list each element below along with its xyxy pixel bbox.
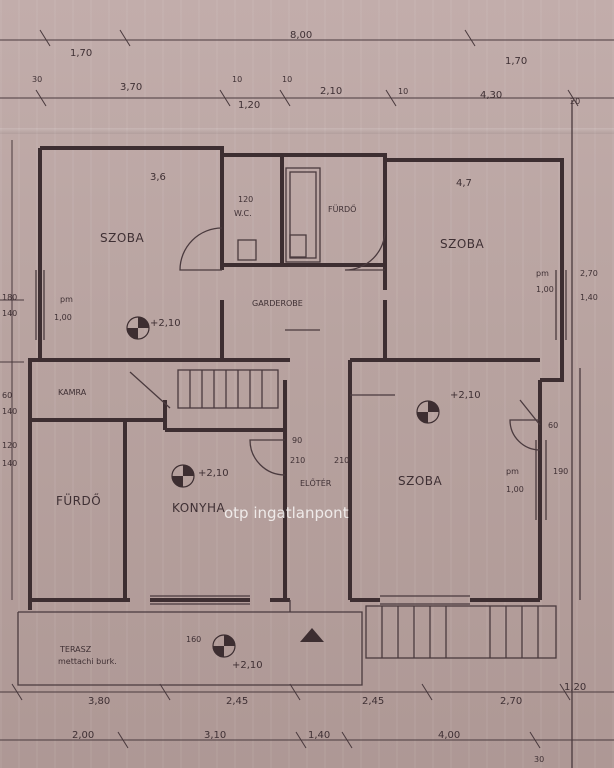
dim-label: 1,20 — [238, 100, 260, 111]
bottom-dimension-line-1: 3,80 2,45 2,45 2,70 1,20 — [0, 682, 614, 707]
level-marker-se: +2,10 — [416, 390, 481, 424]
dim-label: 1,70 — [70, 48, 92, 59]
dim-label: 1,40 — [308, 730, 330, 741]
room-label-terasz: TERASZ — [59, 645, 92, 654]
door-label: 210 — [334, 456, 349, 465]
win-label: 1,00 — [54, 313, 72, 322]
dim-label: 120 — [2, 441, 17, 450]
dim-label: 2,45 — [226, 696, 248, 707]
door-label: 210 — [290, 456, 305, 465]
door-label: 190 — [553, 467, 568, 476]
level-markers: +2,10 +2,10 +2,10 +2,10 — [126, 316, 481, 671]
dim-label: 30 — [534, 755, 544, 764]
dim-label: 2,10 — [320, 86, 342, 97]
top-dimension-line-1: 1,70 8,00 1,70 — [0, 29, 614, 67]
dim-label: 30 — [32, 75, 42, 84]
door-label: 160 — [186, 635, 201, 644]
area-label-ne: 4,7 — [456, 178, 472, 189]
left-dimension-chain: 180 140 60 140 120 140 — [0, 140, 24, 600]
watermark: otp ingatlanpont — [224, 504, 349, 522]
side-column — [571, 100, 581, 768]
opening-annotations: pm 1,00 pm 1,00 pm 1,00 90 210 60 210 12… — [54, 195, 568, 644]
room-labels: SZOBA 3,6 SZOBA 4,7 SZOBA W.C. FÜRDŐ GAR… — [56, 172, 485, 666]
win-label: pm — [536, 269, 549, 278]
dim-label: 10 — [282, 75, 292, 84]
front-steps — [365, 605, 557, 659]
watermark-text: otp ingatlanpont — [224, 504, 349, 522]
room-label-gardrobe: GARDEROBE — [252, 299, 303, 308]
win-label: pm — [506, 467, 519, 476]
area-label-nw: 3,6 — [150, 172, 166, 183]
exterior-walls — [28, 146, 564, 610]
level-label: +2,10 — [450, 390, 481, 401]
room-label-wc: W.C. — [234, 209, 252, 218]
dim-label: 3,70 — [120, 82, 142, 93]
dim-label: 10 — [398, 87, 408, 96]
door-label: 60 — [548, 421, 558, 430]
room-label-terasz-sub: mettachi burk. — [58, 657, 117, 666]
dim-label: 4,00 — [438, 730, 460, 741]
room-label-furdo: FÜRDŐ — [328, 204, 356, 214]
door-swings — [179, 227, 541, 476]
level-label: +2,10 — [150, 318, 181, 329]
dim-label: 1,70 — [505, 56, 527, 67]
room-label-furdo-w: FÜRDŐ — [56, 492, 101, 508]
dim-label: 10 — [232, 75, 242, 84]
dim-label: 140 — [2, 459, 17, 468]
paper-fold — [0, 128, 614, 134]
top-dimension-line-2: 30 3,70 10 1,20 10 2,10 10 4,30 20 — [0, 75, 614, 111]
dim-label: 8,00 — [290, 30, 312, 41]
dim-label: 3,80 — [88, 696, 110, 707]
dim-label: 60 — [2, 391, 12, 400]
door-label: 120 — [238, 195, 253, 204]
dim-label: 2,00 — [72, 730, 94, 741]
dim-label: 1,20 — [564, 682, 586, 693]
dim-label: 2,70 — [580, 269, 598, 278]
level-marker-terrace: +2,10 — [212, 634, 263, 671]
staircase — [129, 369, 279, 409]
room-label-konyha: KONYHA — [172, 501, 225, 515]
dim-label: 2,70 — [500, 696, 522, 707]
room-label-kamra: KAMRA — [58, 388, 87, 397]
room-label-szoba-se: SZOBA — [398, 474, 443, 488]
windows — [35, 270, 567, 605]
dim-label: 140 — [2, 309, 17, 318]
terrace — [17, 600, 363, 686]
dim-label: 180 — [2, 293, 17, 302]
dim-label: 140 — [2, 407, 17, 416]
wc-fixture — [237, 239, 257, 261]
win-label: 1,00 — [506, 485, 524, 494]
door-label: 90 — [292, 436, 302, 445]
interior-walls — [30, 148, 540, 600]
dim-label: 2,45 — [362, 696, 384, 707]
bottom-dimension-line-2: 2,00 3,10 1,40 4,00 30 — [0, 730, 614, 764]
dim-label: 1,40 — [580, 293, 598, 302]
room-label-eloter: ELŐTÉR — [300, 477, 332, 488]
dim-label: 3,10 — [204, 730, 226, 741]
level-marker-nw: +2,10 — [126, 316, 181, 340]
level-label: +2,10 — [232, 660, 263, 671]
win-label: pm — [60, 295, 73, 304]
right-dimension-chain: 2,70 1,40 — [580, 269, 598, 302]
bathtub — [285, 167, 321, 263]
room-label-szoba-ne: SZOBA — [440, 237, 485, 251]
level-label: +2,10 — [198, 468, 229, 479]
dim-label: 20 — [570, 97, 580, 106]
level-marker-center: +2,10 — [171, 464, 229, 488]
room-label-szoba-nw: SZOBA — [100, 231, 145, 245]
win-label: 1,00 — [536, 285, 554, 294]
dim-label: 4,30 — [480, 90, 502, 101]
